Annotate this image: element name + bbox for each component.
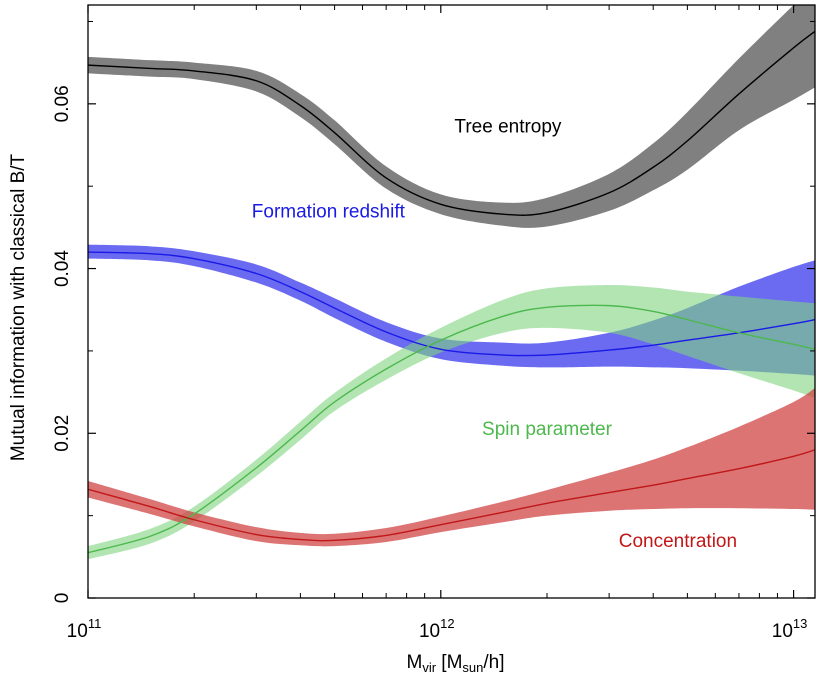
x-tick-label: 1012 <box>419 616 455 642</box>
band-concentration <box>88 387 815 547</box>
series-lines <box>88 30 815 554</box>
line-concentration <box>88 449 815 542</box>
y-tick-label: 0.06 <box>52 85 73 122</box>
y-axis-label: Mutual information with classical B/T <box>8 153 29 461</box>
x-tick-label: 1013 <box>772 616 808 642</box>
plot-frame <box>87 4 816 599</box>
band-tree-entropy <box>88 5 815 228</box>
axis-ticks: 1011 1012 1013 0 0.02 0.04 0.06 <box>52 5 815 642</box>
line-formation-redshift <box>88 251 815 357</box>
y-tick-label: 0.02 <box>52 415 73 452</box>
annotation-formation-redshift: Formation redshift <box>252 201 406 222</box>
band-formation-redshift <box>88 244 815 376</box>
y-tick-label: 0.04 <box>52 250 73 287</box>
line-tree-entropy <box>88 30 815 216</box>
y-tick-label: 0 <box>52 593 73 604</box>
line-spin-parameter <box>88 304 815 554</box>
annotation-tree-entropy: Tree entropy <box>454 117 562 138</box>
annotation-concentration: Concentration <box>619 531 737 552</box>
x-axis-label: Mvir [Msun/h] <box>406 652 504 675</box>
annotation-spin-parameter: Spin parameter <box>482 419 613 440</box>
x-tick-label: 1011 <box>67 616 102 642</box>
